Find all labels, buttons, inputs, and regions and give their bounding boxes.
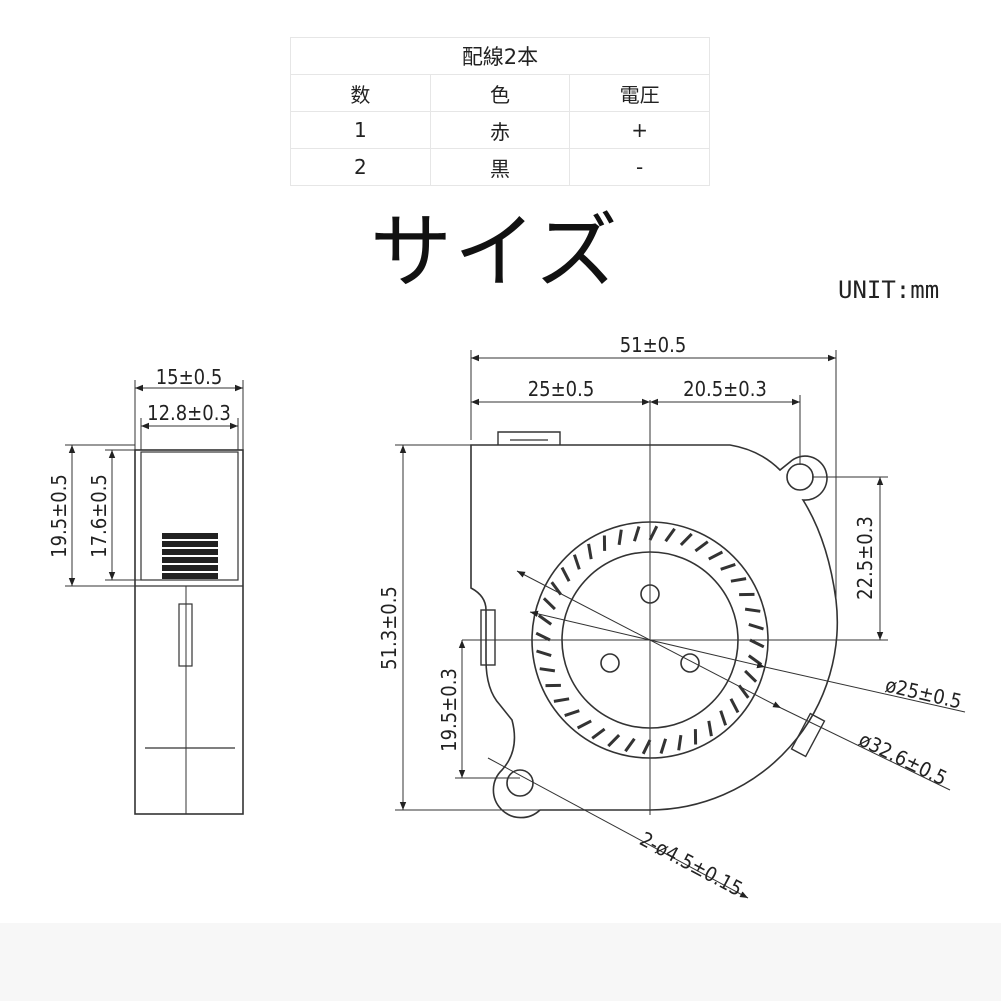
impeller-blade bbox=[748, 622, 764, 631]
impeller-blade bbox=[539, 667, 556, 673]
table-row: 2 黒 - bbox=[290, 148, 710, 186]
page-title: サイズ bbox=[370, 205, 620, 300]
impeller-blade bbox=[576, 719, 592, 730]
impeller-blade bbox=[679, 532, 693, 546]
bottom-to-center-label: 19.5±0.3 bbox=[437, 668, 461, 752]
impeller-blade bbox=[749, 638, 765, 649]
front-view-housing bbox=[470, 444, 839, 819]
side-width-inner-label: 12.8±0.3 bbox=[147, 401, 231, 425]
side-view-inlet bbox=[140, 451, 239, 581]
side-view-body bbox=[134, 449, 244, 815]
impeller-diameter-label: ø32.6±0.5 bbox=[855, 727, 951, 790]
total-height-label: 51.3±0.5 bbox=[377, 586, 401, 670]
impeller-blade bbox=[641, 739, 652, 755]
table-row: 1 赤 + bbox=[290, 111, 710, 149]
impeller-blade bbox=[560, 566, 571, 582]
impeller-blade bbox=[729, 698, 740, 714]
impeller-blade bbox=[694, 540, 709, 553]
mount-hole-top bbox=[786, 463, 814, 491]
left-to-center-label: 25±0.5 bbox=[528, 377, 595, 401]
front-view bbox=[462, 400, 880, 819]
impeller-blade bbox=[632, 526, 641, 542]
wiring-cell: 2 bbox=[290, 148, 431, 186]
center-to-hole-label: 20.5±0.3 bbox=[683, 377, 767, 401]
impeller-blade bbox=[744, 669, 758, 683]
hub-hole bbox=[680, 653, 700, 673]
impeller-blade bbox=[617, 529, 623, 546]
impeller-blade bbox=[744, 607, 761, 613]
impeller-blade bbox=[624, 737, 636, 753]
impeller-blade bbox=[707, 720, 713, 737]
side-view-slot bbox=[178, 603, 193, 667]
mount-holes-label: 2-ø4.5±0.15 bbox=[636, 827, 747, 901]
side-height-inner-label: 17.6±0.5 bbox=[87, 474, 111, 558]
impeller-blade bbox=[591, 727, 606, 740]
hole-to-center-label: 22.5±0.3 bbox=[853, 516, 877, 600]
side-height-outer-label: 19.5±0.5 bbox=[47, 474, 71, 558]
impeller-blade bbox=[535, 631, 551, 642]
impeller-blade bbox=[572, 554, 581, 570]
wiring-table-header-row: 数 色 電圧 bbox=[290, 74, 710, 112]
impeller-blade bbox=[648, 525, 659, 541]
wiring-cell: 黒 bbox=[429, 148, 571, 186]
front-view-dimensions bbox=[395, 350, 966, 899]
impeller-blade bbox=[708, 550, 724, 561]
mount-hole-bottom bbox=[506, 769, 534, 797]
impeller-blade bbox=[720, 562, 736, 571]
impeller-blade bbox=[659, 738, 668, 754]
impeller-blade bbox=[587, 543, 593, 560]
impeller-blade bbox=[730, 577, 747, 583]
hub-hole bbox=[600, 653, 620, 673]
total-width-label: 51±0.5 bbox=[620, 333, 687, 357]
impeller-blade bbox=[664, 527, 676, 543]
impeller-blade bbox=[564, 709, 580, 718]
wiring-header-count: 数 bbox=[290, 74, 431, 112]
hub-diameter-label: ø25±0.5 bbox=[883, 673, 964, 714]
impeller-blade bbox=[607, 734, 621, 748]
wiring-table-caption: 配線2本 bbox=[290, 37, 710, 75]
side-view bbox=[65, 380, 244, 815]
side-view-connector bbox=[162, 533, 218, 579]
impeller-blade bbox=[719, 710, 728, 726]
unit-label: UNIT:mm bbox=[838, 276, 940, 304]
wiring-table: 配線2本 数 色 電圧 1 赤 + 2 黒 - bbox=[290, 37, 710, 186]
wiring-cell: 1 bbox=[290, 111, 431, 149]
bottom-band bbox=[0, 923, 1001, 1001]
impeller-blade bbox=[542, 597, 556, 611]
impeller-blade bbox=[677, 734, 683, 751]
side-width-outer-label: 15±0.5 bbox=[156, 365, 223, 389]
wiring-cell: - bbox=[569, 148, 710, 186]
impeller-blade bbox=[553, 697, 570, 703]
impeller-blade bbox=[536, 649, 552, 658]
